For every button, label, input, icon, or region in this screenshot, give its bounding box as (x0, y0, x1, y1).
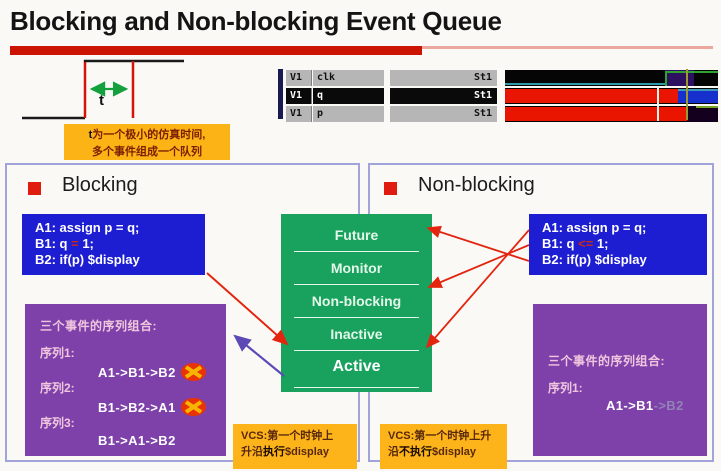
queue-separator (294, 284, 419, 285)
sequence-1: A1->B1->B2 (40, 362, 218, 381)
waveform-viewer: V1 clk St1 V1 q St1 V1 p St1 (278, 66, 718, 122)
crossed-out-icon (180, 397, 207, 422)
sequence-1-label: 序列1: (40, 346, 75, 360)
queue-region-active: Active (332, 358, 381, 375)
sequence-2-label: 序列2: (40, 381, 75, 395)
wave-trace-clk (505, 70, 718, 86)
note-line-2: 多个事件组成一个队列 (92, 145, 202, 158)
blocking-vcs-note: VCS:第一个时钟上 升沿执行$display (233, 424, 357, 469)
queue-separator (294, 350, 419, 351)
nonblocking-code-box: A1: assign p = q; B1: q <= 1; B2: if(p) … (529, 214, 707, 275)
simulation-time-note: t为一个极小的仿真时间, 多个事件组成一个队列 (64, 124, 230, 160)
nonblocking-vcs-note: VCS:第一个时钟上升 沿不执行$display (380, 424, 507, 469)
signal-name-cell: clk (313, 70, 384, 86)
code-line-b2: B2: if(p) $display (542, 252, 647, 267)
nonblocking-heading: Non-blocking (418, 174, 535, 196)
p-value-bar (505, 107, 687, 121)
clk-rising-edge (665, 71, 667, 86)
group-cell: V1 (286, 70, 312, 86)
vcs-line-1: VCS:第一个时钟上升 (388, 430, 492, 442)
note-line-1: t为一个极小的仿真时间, (88, 129, 206, 141)
signal-value-cell: St1 (390, 70, 497, 86)
nonblocking-sequences-box: 三个事件的序列组合: 序列1: A1->B1->B2 (533, 304, 707, 456)
vcs-line-1: VCS:第一个时钟上 (241, 430, 334, 442)
code-line-b1: B1: q <= 1; (542, 236, 609, 251)
code-line-a1: A1: assign p = q; (35, 220, 140, 235)
page-title: Blocking and Non-blocking Event Queue (10, 6, 502, 36)
queue-region-inactive: Inactive (330, 326, 383, 342)
wave-row-q: V1 q St1 (286, 88, 718, 104)
blocking-code-box: A1: assign p = q; B1: q = 1; B2: if(p) $… (22, 214, 205, 275)
sequence-1-label: 序列1: (548, 381, 583, 395)
vcs-line-2: 沿不执行$display (388, 445, 477, 458)
queue-region-nonblocking: Non-blocking (311, 293, 402, 309)
blocking-assign-operator: = (71, 236, 79, 251)
wave-trace-q (505, 88, 718, 104)
p-transition-region (687, 106, 718, 122)
sequence-3-label: 序列3: (40, 416, 75, 430)
pulse-width-label: t (99, 92, 104, 109)
vcs-line-2: 升沿执行$display (241, 445, 330, 458)
group-cell: V1 (286, 88, 312, 104)
sequence-2: B1->B2->A1 (40, 397, 218, 416)
q-value-bar (505, 89, 678, 103)
vcs-emphasis: 执行 (263, 445, 285, 458)
vcs-emphasis: 不执行 (399, 445, 432, 458)
nonblocking-assign-operator: <= (578, 236, 594, 251)
code-line-b1: B1: q = 1; (35, 236, 94, 251)
clk-high-level (665, 71, 718, 73)
sequence-1: A1->B1->B2 (606, 398, 684, 413)
signal-value-cell: St1 (390, 106, 497, 122)
signal-name-cell: p (313, 106, 384, 122)
title-underline-thin (422, 46, 713, 49)
signal-name-cell: q (313, 88, 384, 104)
wave-trace-p (505, 106, 718, 122)
blocking-sequences-box: 三个事件的序列组合: 序列1: A1->B1->B2 序列2: B1->B2->… (25, 304, 226, 456)
queue-separator (294, 317, 419, 318)
q-new-value-bar (678, 89, 718, 103)
blocking-bullet-icon (28, 182, 41, 195)
wave-row-p: V1 p St1 (286, 106, 718, 122)
queue-separator (294, 387, 419, 388)
wave-row-clk: V1 clk St1 (286, 70, 718, 86)
crossed-out-icon (180, 362, 207, 387)
code-line-a1: A1: assign p = q; (542, 220, 647, 235)
queue-region-future: Future (334, 227, 379, 243)
p-trace-line (696, 106, 718, 108)
group-cell: V1 (286, 106, 312, 122)
queue-region-monitor: Monitor (330, 260, 383, 276)
queue-separator (294, 251, 419, 252)
wave-marker-line (686, 69, 688, 120)
sequence-3: B1->A1->B2 (98, 433, 176, 448)
event-queue-box: Future Monitor Non-blocking Inactive Act… (281, 214, 432, 392)
blocking-heading: Blocking (62, 174, 138, 196)
code-line-b2: B2: if(p) $display (35, 252, 140, 267)
sequence-title: 三个事件的序列组合: (40, 319, 157, 333)
wave-cursor-line (657, 86, 659, 121)
signal-value-cell: St1 (390, 88, 497, 104)
clk-low-level (505, 83, 665, 85)
viewer-left-strip (278, 69, 283, 119)
title-underline-thick (10, 46, 422, 55)
nonblocking-bullet-icon (384, 182, 397, 195)
sequence-title: 三个事件的序列组合: (548, 354, 665, 368)
sequence-1-dimmed-part: ->B2 (653, 398, 684, 413)
